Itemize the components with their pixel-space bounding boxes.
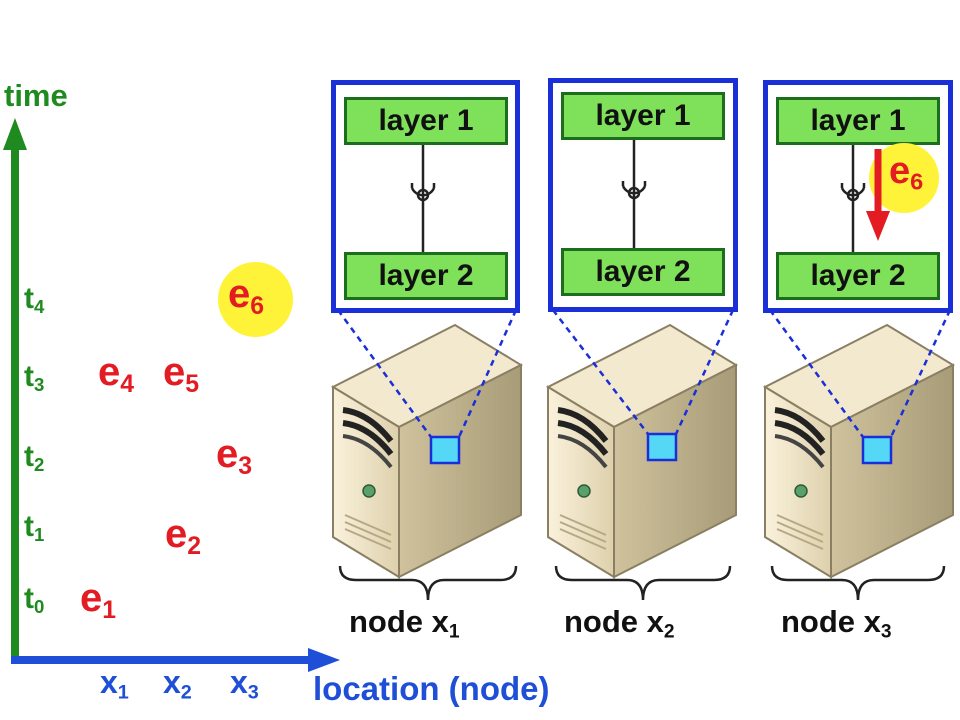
brace-node-x1 [338,565,518,601]
layer1-box-node-x2: layer 1 [561,92,725,140]
location-axis-arrowhead [308,648,340,672]
port-node-x2 [646,432,678,462]
node-label-x2: node x2 [564,604,675,643]
node-label-x1: node x1 [349,604,460,643]
layer2-box-node-x2: layer 2 [561,248,725,296]
migrating-event-e6: e6 [889,150,924,195]
time-tick-t1: t1 [24,510,45,546]
event-e5: e5 [163,350,200,398]
brace-node-x2 [554,565,732,601]
time-tick-t4: t4 [24,282,45,318]
layer2-box-node-x1: layer 2 [344,252,508,300]
arrow-down-icon [866,149,890,241]
time-tick-t2: t2 [24,440,45,476]
layer1-box-node-x1: layer 1 [344,97,508,145]
event-e4: e4 [98,350,135,398]
brace-node-x3 [770,565,946,601]
node-label-x3: node x3 [781,604,892,643]
layer-frame-node-x3 [763,80,953,313]
event-e6: e6 [228,272,265,320]
event-e1: e1 [80,576,117,624]
layer1-box-node-x3: layer 1 [776,97,940,145]
location-axis-label: location (node) [313,670,550,707]
time-tick-t0: t0 [24,582,45,618]
event-e3: e3 [216,432,253,480]
layer-frame-node-x2 [548,78,738,312]
time-axis-label: time [4,78,68,113]
time-tick-t3: t3 [24,360,45,396]
location-tick-x3: x3 [230,664,259,704]
event-e6-highlight [218,262,293,337]
event-e2: e2 [165,512,202,560]
layer2-box-node-x3: layer 2 [776,252,940,300]
layer-frame-node-x1 [331,80,520,313]
port-node-x1 [429,435,461,465]
time-axis-arrowhead [3,118,27,150]
location-tick-x1: x1 [100,664,129,704]
port-node-x3 [861,435,893,465]
location-tick-x2: x2 [163,664,192,704]
